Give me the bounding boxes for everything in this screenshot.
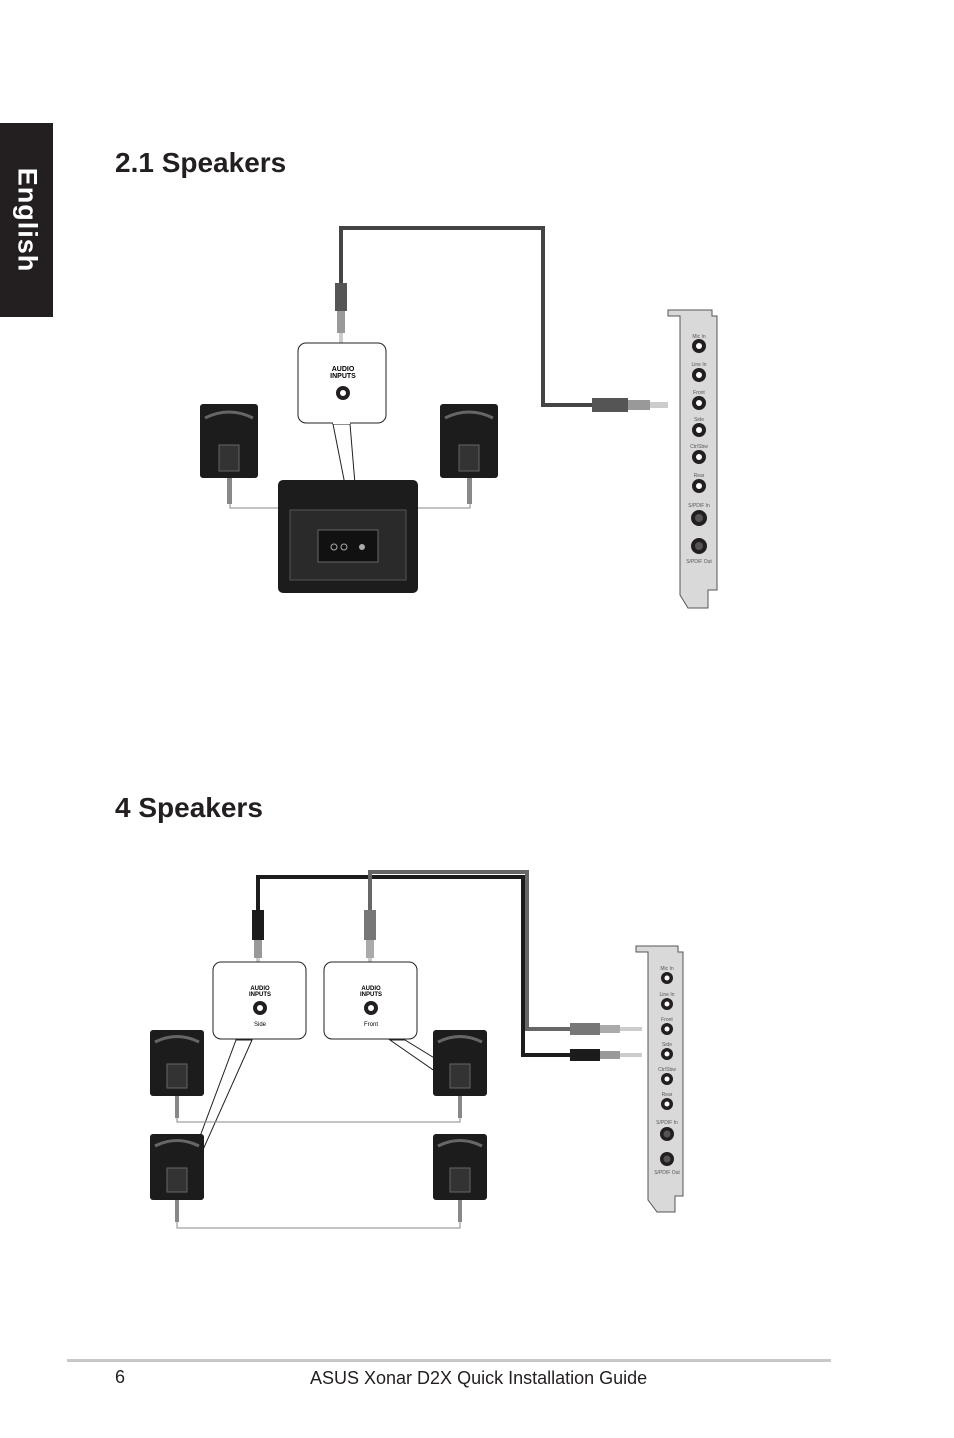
port-label: Side xyxy=(694,417,704,423)
section-title-2-1-speakers: 2.1 Speakers xyxy=(115,147,287,178)
port-label: Ctr/Sbw xyxy=(690,444,708,450)
sound-card-bracket-4: Mic In Line In Front Side Ctr/Sbw Rear S… xyxy=(635,945,684,1213)
port-label: Side xyxy=(662,1042,672,1048)
subwoofer xyxy=(278,480,418,593)
rear-left-speaker xyxy=(150,1134,204,1222)
audio-cable xyxy=(339,226,592,407)
port-label: Line In xyxy=(659,992,674,998)
footer-rule xyxy=(67,1359,831,1362)
page-number: 6 xyxy=(115,1367,126,1387)
side-cable xyxy=(256,875,570,1057)
language-tab: English xyxy=(0,123,53,317)
port-label: Line In xyxy=(691,362,706,368)
port-label: Mic In xyxy=(660,966,674,972)
section-title-4-speakers: 4 Speakers xyxy=(115,792,263,823)
port-label: Front xyxy=(693,390,705,396)
audio-plug-side xyxy=(252,910,264,968)
audio-plug-card-front xyxy=(570,1023,642,1035)
front-cable xyxy=(368,870,570,1031)
port-label: Mic In xyxy=(692,334,706,340)
footer-title: ASUS Xonar D2X Quick Installation Guide xyxy=(310,1368,648,1388)
port-label: Ctr/Sbw xyxy=(658,1067,676,1073)
port-label: S/PDIF Out xyxy=(654,1170,680,1176)
port-label: S/PDIF Out xyxy=(686,559,712,565)
port-label: Rear xyxy=(694,473,705,479)
right-speaker xyxy=(440,404,498,504)
audio-plug-front xyxy=(364,910,376,968)
rear-right-speaker xyxy=(433,1134,487,1222)
front-right-speaker xyxy=(433,1030,487,1118)
port-label: S/PDIF In xyxy=(688,503,710,509)
audio-plug-card xyxy=(592,398,668,412)
port-label: Rear xyxy=(662,1092,673,1098)
port-label: S/PDIF In xyxy=(656,1120,678,1126)
front-input-label: Front xyxy=(364,1022,378,1028)
side-input-label: Side xyxy=(254,1022,267,1028)
audio-plug-card-side xyxy=(570,1049,642,1061)
audio-plug-top xyxy=(335,283,347,345)
sound-card-bracket: Mic In Line In Front Side Ctr/Sbw Rear S… xyxy=(667,309,718,609)
left-speaker xyxy=(200,404,258,504)
port-label: Front xyxy=(661,1017,673,1023)
front-left-speaker xyxy=(150,1030,204,1118)
